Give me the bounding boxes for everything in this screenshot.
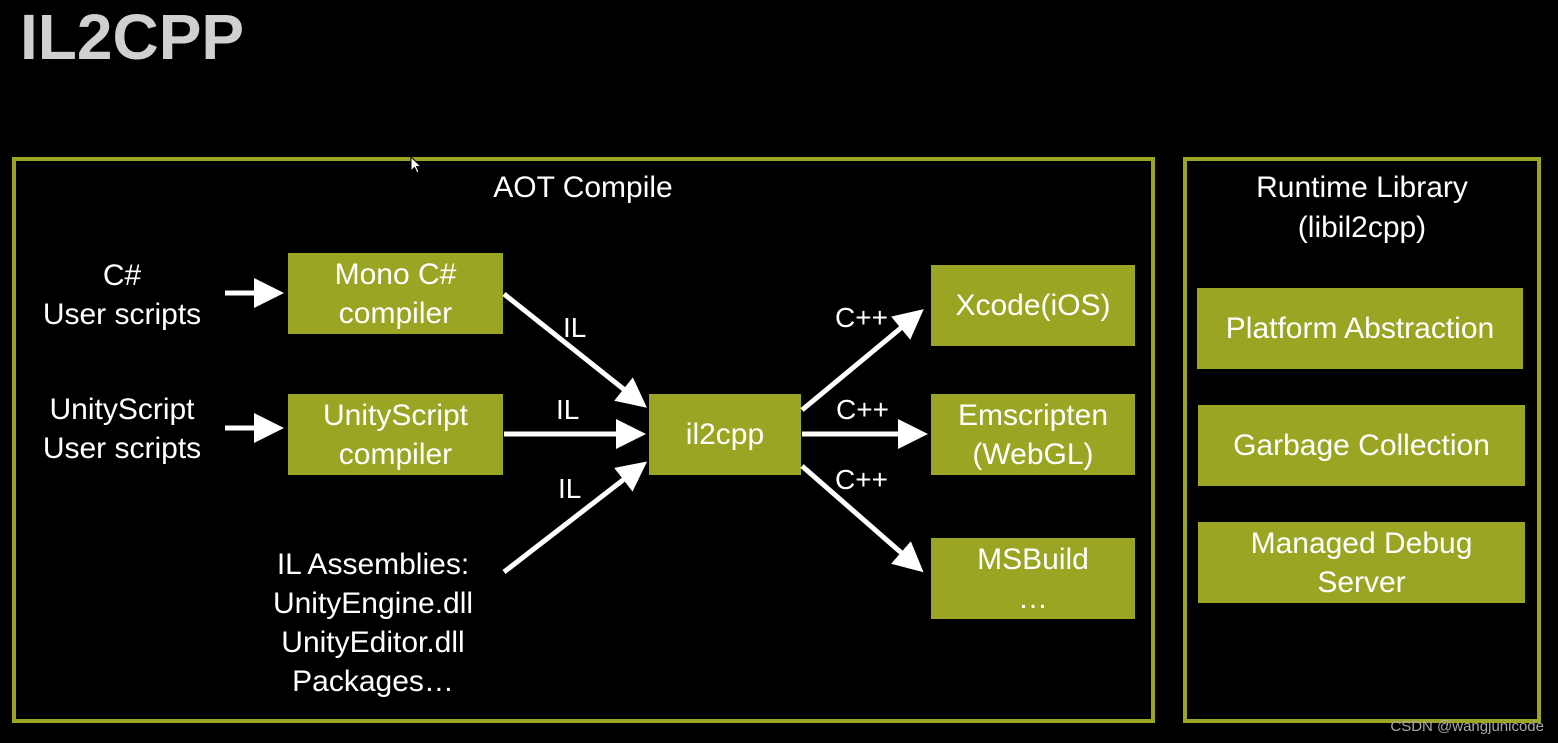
arrow-il2cpp-to-xcode: [800, 309, 924, 412]
input-csharp-scripts: C# User scripts: [42, 259, 202, 331]
arrow-il2cpp-to-msbuild: [800, 464, 924, 573]
input-il-assemblies: IL Assemblies: UnityEngine.dll UnityEdit…: [272, 548, 474, 698]
garbage-collection-box: Garbage Collection: [1198, 405, 1525, 486]
input-unityscript-scripts: UnityScript User scripts: [42, 393, 202, 465]
il-label-mono: IL: [563, 312, 587, 343]
runtime-library-panel: [1183, 157, 1541, 723]
managed-debug-server-box: Managed Debug Server: [1198, 522, 1525, 603]
msbuild-box: MSBuild …: [931, 538, 1135, 619]
xcode-ios-box: Xcode(iOS): [931, 265, 1135, 346]
il2cpp-box: il2cpp: [649, 394, 801, 475]
aot-compile-panel: [12, 157, 1155, 723]
cpp-label-emscripten: C++: [836, 394, 889, 425]
cpp-label-xcode: C++: [835, 302, 888, 333]
runtime-library-title: Runtime Library (libil2cpp): [1256, 171, 1468, 244]
arrow-assemblies-to-il2cpp: [502, 461, 648, 574]
aot-compile-title: AOT Compile: [493, 171, 673, 204]
cpp-label-msbuild: C++: [835, 464, 888, 495]
unityscript-compiler-box: UnityScript compiler: [288, 394, 503, 475]
mono-csharp-compiler-box: Mono C# compiler: [288, 253, 503, 334]
arrow-mono-to-il2cpp: [502, 292, 647, 408]
emscripten-webgl-box: Emscripten (WebGL): [931, 394, 1135, 475]
page-title: IL2CPP: [20, 1, 245, 73]
platform-abstraction-box: Platform Abstraction: [1197, 288, 1523, 369]
il-label-assemblies: IL: [558, 473, 582, 504]
watermark: CSDN @wangjunicode: [1390, 718, 1544, 735]
mouse-cursor-icon: [410, 156, 422, 174]
il-label-unityscript: IL: [556, 394, 580, 425]
